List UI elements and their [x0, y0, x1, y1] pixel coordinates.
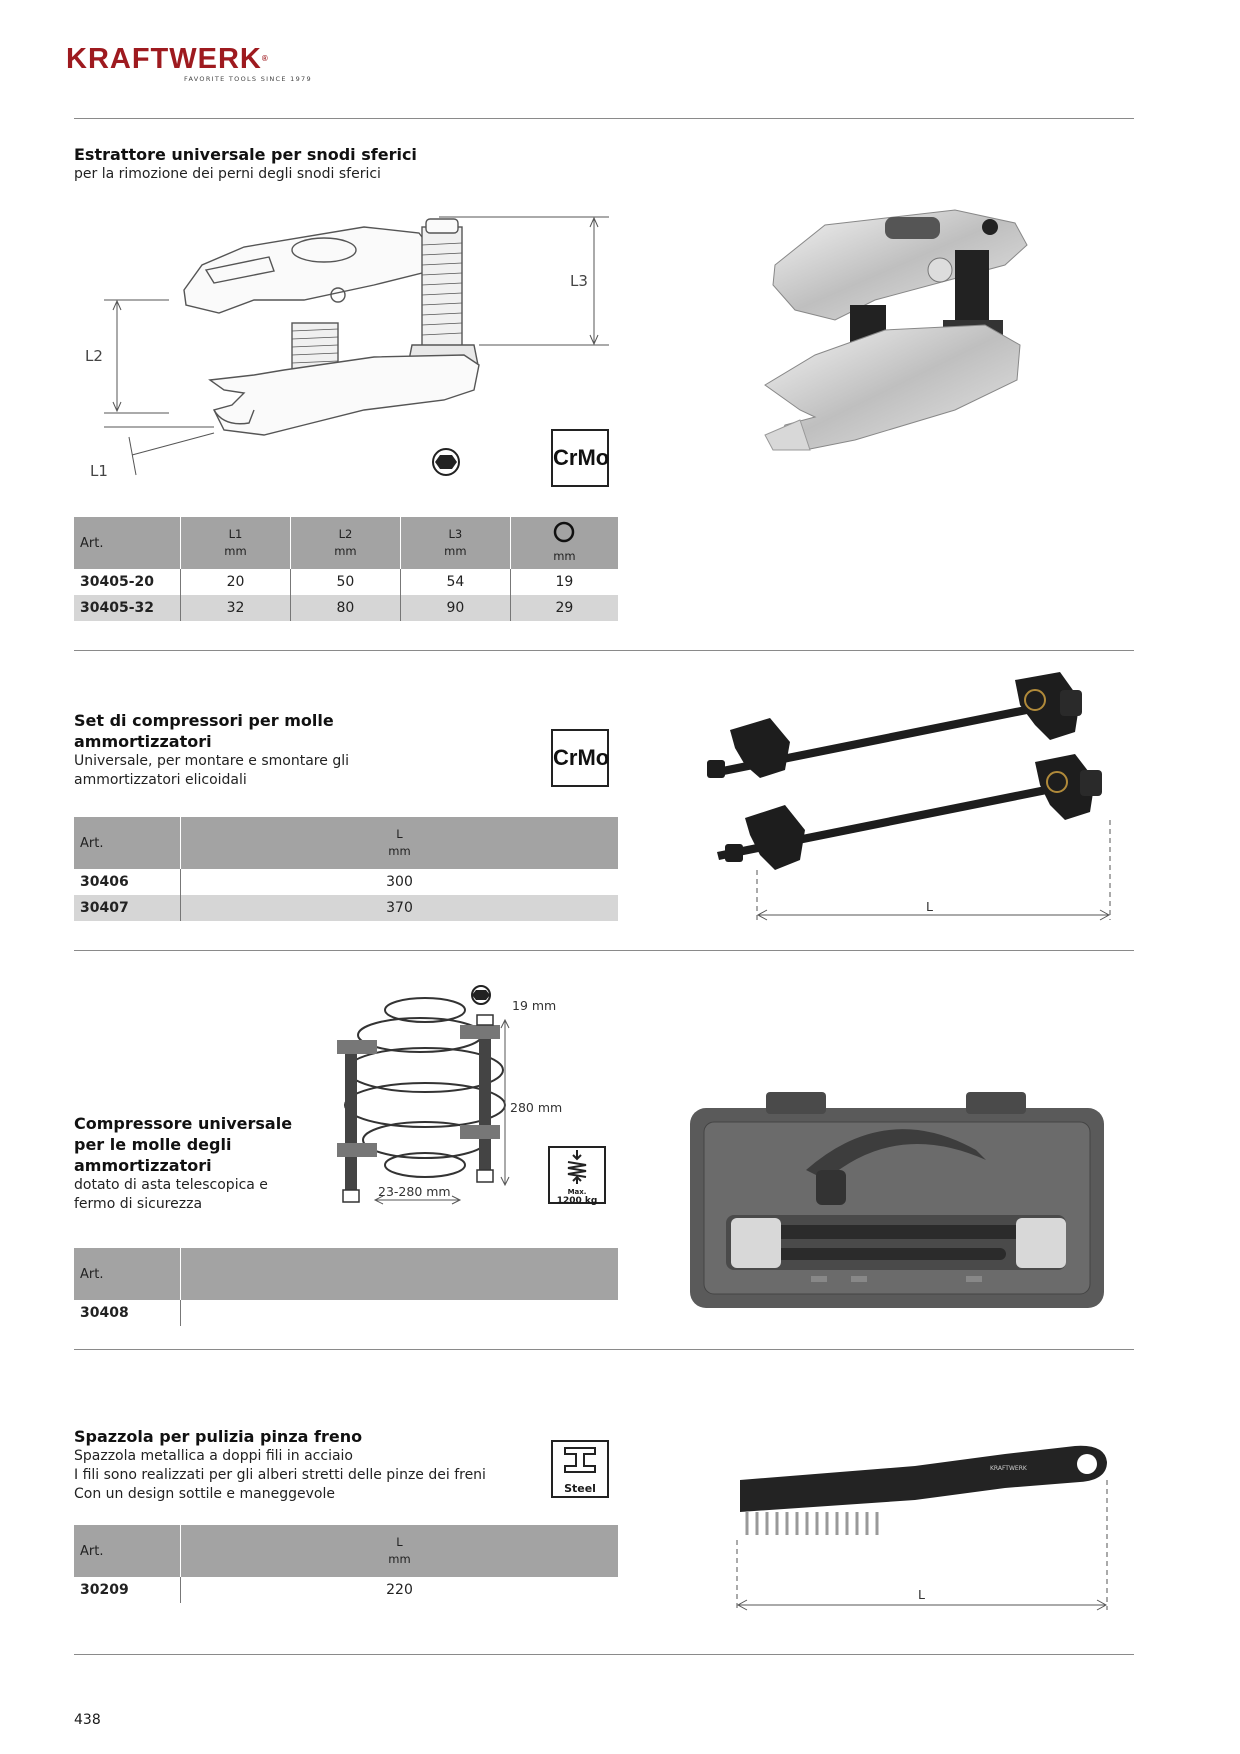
dimension-label-height: 280 mm [510, 1100, 563, 1115]
steel-badge: Steel [551, 1440, 609, 1498]
brush-brand-text: KRAFTWERK [990, 1465, 1028, 1472]
dimension-label-width: 23-280 mm [378, 1184, 451, 1199]
product-title: Estrattore universale per snodi sferici [74, 145, 417, 164]
spring-compressor-diagram [337, 985, 510, 1205]
crmo-badge: CrMo [551, 429, 609, 487]
table-row: 30405-32 32 80 90 29 [74, 595, 618, 621]
brand-logo: KRAFTWERK® FAVORITE TOOLS SINCE 1979 [66, 44, 312, 83]
brand-name: KRAFTWERK [66, 43, 262, 75]
crmo-badge: CrMo [551, 729, 609, 787]
dimension-label-l: L [926, 899, 933, 914]
product-4-header: Spazzola per pulizia pinza freno Spazzol… [74, 1427, 486, 1502]
product-2-header: Set di compressori per molle ammortizzat… [74, 711, 349, 788]
dimension-label-hex: 19 mm [512, 998, 557, 1013]
brand-registered: ® [261, 54, 269, 63]
brand-tagline: FAVORITE TOOLS SINCE 1979 [184, 75, 312, 83]
column-header-art: Art. [74, 817, 181, 869]
table-row: 30209 220 [74, 1577, 618, 1603]
max-load-badge: Max. 1200 kg [548, 1146, 606, 1206]
steel-beam-icon [564, 1447, 596, 1473]
table-row: 30408 [74, 1300, 618, 1326]
spring-compressor-case-photo [690, 1092, 1104, 1308]
column-header-art: Art. [74, 1248, 181, 1300]
page-number: 438 [74, 1712, 101, 1728]
hex-icon [432, 448, 460, 476]
table-row: 30406 300 [74, 869, 618, 895]
column-header-art: Art. [74, 517, 181, 569]
column-header-art: Art. [74, 1525, 181, 1577]
table-row: 30407 370 [74, 895, 618, 921]
divider [74, 1349, 1134, 1350]
product-description: per la rimozione dei perni degli snodi s… [74, 166, 381, 182]
divider [74, 1654, 1134, 1655]
dimension-label-l2: L2 [85, 347, 103, 365]
spring-load-icon [567, 1150, 587, 1184]
column-header-empty [180, 1248, 618, 1300]
spring-compressor-set-photo [707, 672, 1111, 921]
ball-joint-extractor-photo [764, 209, 1028, 451]
dimension-label-l: L [918, 1587, 925, 1602]
ball-joint-extractor-diagram [104, 216, 609, 476]
hex-icon [554, 521, 575, 543]
table-row: 30405-20 20 50 54 19 [74, 569, 618, 595]
spec-table-3: Art. 30408 [74, 1248, 618, 1326]
product-3-header: Compressore universale per le molle degl… [74, 1114, 293, 1212]
divider [74, 118, 1134, 119]
product-1-header: Estrattore universale per snodi sferici … [74, 144, 417, 184]
divider [74, 950, 1134, 951]
column-header-hex: mm [509, 517, 618, 569]
dimension-label-l3: L3 [570, 272, 588, 290]
divider [74, 650, 1134, 651]
dimension-label-l1: L1 [90, 462, 108, 480]
brake-caliper-brush-photo: KRAFTWERK [736, 1445, 1108, 1611]
hex-icon [471, 985, 491, 1005]
